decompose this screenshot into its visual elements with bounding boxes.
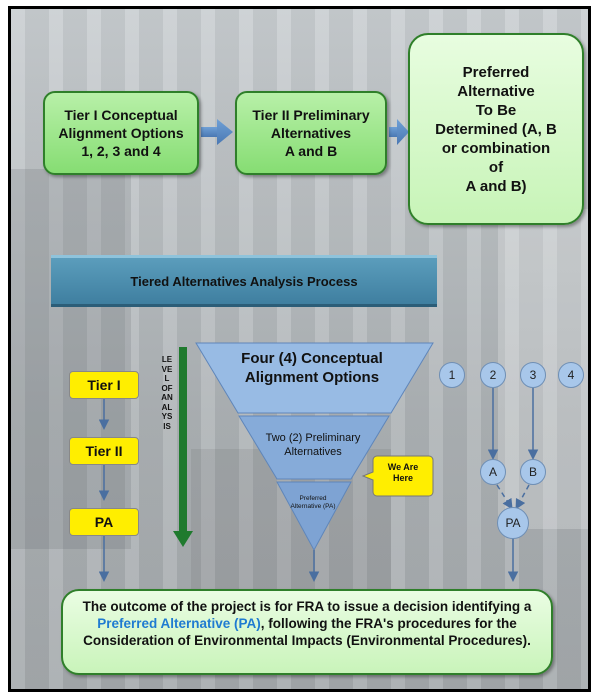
funnel-top-label: Four (4) Conceptual Alignment Options xyxy=(241,350,383,386)
preferred-alternative-box: Preferred Alternative To Be Determined (… xyxy=(408,33,584,225)
option-1-circle: 1 xyxy=(439,362,465,388)
outcome-text-post: , following the FRA's procedures for the… xyxy=(83,616,531,648)
process-banner: Tiered Alternatives Analysis Process xyxy=(51,255,437,307)
option-2-circle: 2 xyxy=(480,362,506,388)
tier2-preliminary-box: Tier II Preliminary Alternatives A and B xyxy=(235,91,387,175)
option-4-circle: 4 xyxy=(558,362,584,388)
diagram-graphics xyxy=(98,119,539,582)
flow-arrow-2 xyxy=(389,119,409,145)
funnel-middle-label: Two (2) Preliminary Alternatives xyxy=(265,432,361,458)
outcome-box: The outcome of the project is for FRA to… xyxy=(61,589,553,675)
funnel xyxy=(195,342,434,552)
funnel-bottom-label: Preferred Alternative (PA) xyxy=(290,495,336,510)
alternative-a-circle: A xyxy=(480,459,506,485)
we-are-here-callout-shape xyxy=(361,455,434,497)
tier1-conceptual-box: Tier I Conceptual Alignment Options 1, 2… xyxy=(43,91,199,175)
preferred-alternative-circle: PA xyxy=(497,507,529,539)
tier2-label: Tier II xyxy=(69,437,139,465)
diagram-frame: Tier I Conceptual Alignment Options 1, 2… xyxy=(8,6,591,692)
b-to-pa-arrow xyxy=(515,484,530,510)
outcome-text-pre: The outcome of the project is for FRA to… xyxy=(82,599,532,614)
option-3-circle: 3 xyxy=(520,362,546,388)
banner-title: Tiered Alternatives Analysis Process xyxy=(130,273,358,289)
pa-label: PA xyxy=(69,508,139,536)
we-are-here-callout: We Are Here xyxy=(387,462,419,483)
alternative-b-circle: B xyxy=(520,459,546,485)
flow-arrow-1 xyxy=(201,119,233,145)
level-of-analysis-label: LEVEL OF ANALYSIS xyxy=(161,355,173,431)
level-of-analysis-arrow xyxy=(173,347,193,547)
background-photo-left xyxy=(11,169,131,549)
a-to-pa-arrow xyxy=(496,484,513,510)
outcome-highlight: Preferred Alternative (PA) xyxy=(97,616,261,631)
tier1-label: Tier I xyxy=(69,371,139,399)
